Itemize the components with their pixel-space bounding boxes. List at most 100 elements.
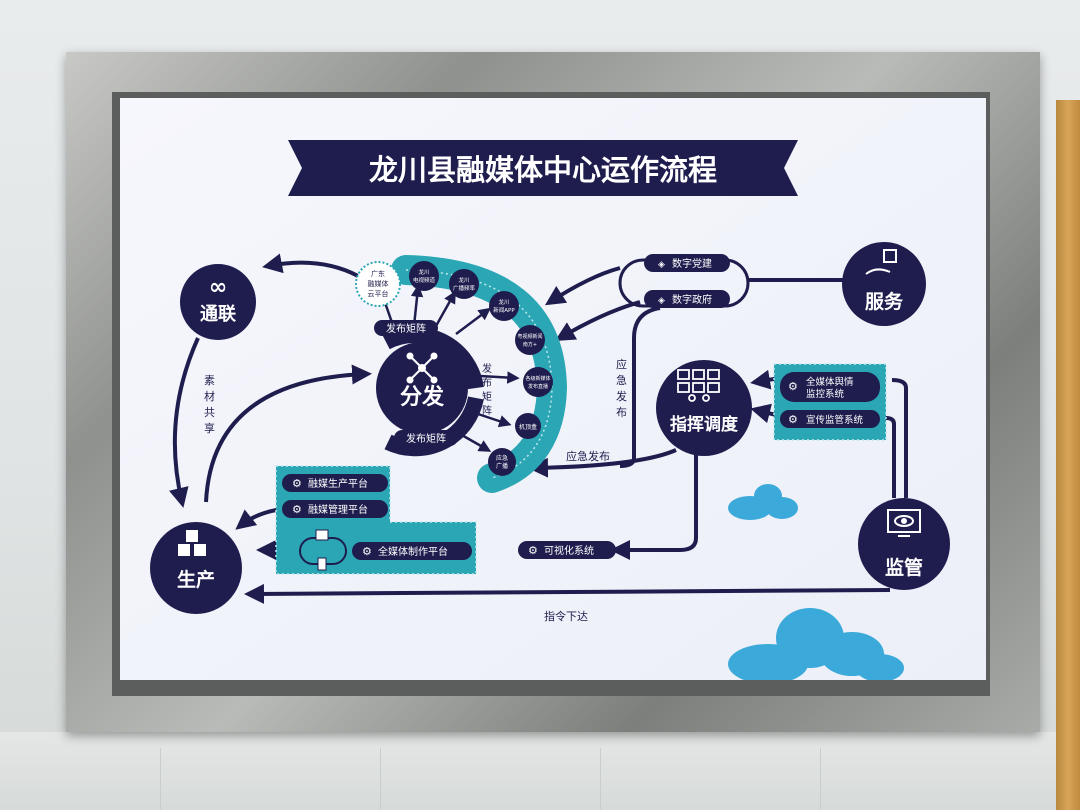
arrow-emergency-publish [528,448,677,478]
gear-icon: ⚙ [292,503,302,516]
tile-seam [380,748,381,810]
wall-tiles [0,732,1056,810]
cloud-icon [728,484,798,520]
tile-seam [600,748,601,810]
shengchan-node: 生产 [150,522,242,614]
workflow-poster: 龙川县融媒体中心运作流程 [120,98,986,680]
line-jianguan-monitor2 [885,416,896,498]
arrow-zhihui-visual [610,454,698,560]
svg-text:南方+: 南方+ [523,341,537,348]
cube-icon: ◈ [658,260,665,270]
channel-bubbles: 龙川 电视频道 龙川 广播频率 龙川 新闻APP 粤视频新闻 南方+ 各级新媒体… [409,261,553,476]
svg-text:龙川: 龙川 [498,298,509,306]
arrow-digital-party [544,266,621,306]
label-fabu-side-1: 发 [482,362,492,375]
decorative-clouds [728,484,904,680]
gear-icon: ⚙ [528,544,538,557]
channel-4: 粤视频新闻 南方+ [515,325,545,355]
device-icon [315,529,329,571]
label-sucai-2: 材 [204,389,215,403]
svg-text:龙川: 龙川 [458,276,469,284]
arrow-instruction [244,583,891,604]
line-jianguan-monitor1 [891,378,908,498]
fuwu-node: 服务 [842,242,926,326]
platform-2: 融媒管理平台 [308,503,368,516]
node-fenfa: 分发 [400,384,445,410]
arrow-to-tonglian [262,253,359,278]
svg-text:广播频率: 广播频率 [453,284,476,292]
infinity-icon: ∞ [209,275,227,300]
label-sucai-3: 共 [204,406,215,419]
label-yingji-h: 应急发布 [566,449,610,463]
platform-1: 融媒生产平台 [308,477,368,490]
label-sucai-1: 素 [204,374,215,387]
node-shengchan: 生产 [177,568,215,591]
svg-text:广播: 广播 [496,462,508,470]
arrow-to-fenfa [204,364,372,503]
tonglian-node: ∞ 通联 [180,264,256,340]
arrow-material-share [169,337,200,508]
cube-icon: ◈ [658,296,665,306]
label-fabu-side-3: 矩 [482,390,492,403]
monitor-eye-icon [887,509,921,537]
digital-party: 数字党建 [672,257,712,270]
svg-text:各级新媒体: 各级新媒体 [525,375,550,382]
channel-6: 机顶盒 [515,413,541,439]
svg-text:机顶盒: 机顶盒 [519,423,537,431]
title-banner: 龙川县融媒体中心运作流程 [288,140,798,196]
label-yingji-2: 急 [616,373,627,387]
zhihui-node: 指挥调度 [656,360,752,456]
fenfa-hub: 分发 发布矩阵 发布矩阵 发 布 矩 阵 [374,320,492,457]
label-fabu-top: 发布矩阵 [386,322,426,335]
channel-5: 各级新媒体 发布直播 [523,367,553,397]
node-fuwu: 服务 [865,290,904,313]
tile-seam [160,748,161,810]
hand-icon [865,249,897,275]
jianguan-node: 监管 [858,498,950,590]
svg-text:融媒体: 融媒体 [368,279,389,288]
cloud-platform-bubble: 广东 融媒体 云平台 [355,261,401,307]
digital-services: ◈ 数字党建 ◈ 数字政府 [618,254,750,308]
gear-icon: ⚙ [362,545,372,558]
network-icon [406,352,438,384]
label-fabu-bottom: 发布矩阵 [406,432,446,445]
node-zhihui: 指挥调度 [670,414,739,435]
svg-text:云平台: 云平台 [368,289,389,298]
svg-text:电视频道: 电视频道 [413,276,436,284]
node-tonglian: 通联 [200,304,236,325]
platform-visual: 可视化系统 [544,544,594,557]
svg-text:粤视频新闻: 粤视频新闻 [517,333,542,340]
digital-gov: 数字政府 [672,293,712,306]
arrow-digital-emergency [619,306,661,468]
channel-7: 应急 广播 [488,448,516,476]
platform-3: 全媒体制作平台 [378,545,448,558]
label-yingji-3: 发 [616,389,627,403]
label-yingji-1: 应 [616,357,627,371]
monitor-2: 宣传监管系统 [806,414,864,426]
platforms-panel: ⚙ 融媒生产平台 ⚙ 融媒管理平台 ⚙ 全媒体制作平台 [275,465,477,575]
tile-seam [820,748,821,810]
label-zhiling: 指令下达 [544,609,588,623]
gear-icon: ⚙ [292,477,302,490]
svg-text:广东: 广东 [371,269,385,278]
cloud-icon [728,608,904,680]
wall-door-edge [1056,100,1080,810]
cubes-icon [178,530,206,556]
monitor-1-line1: 全媒体舆情 [806,376,854,388]
flow-labels: 素 材 共 享 应 急 发 布 应急发布 指令下达 [204,357,627,623]
svg-text:应急: 应急 [496,454,508,462]
monitor-1-line2: 监控系统 [806,388,845,400]
svg-text:龙川: 龙川 [418,268,429,276]
monitoring-panel: ⚙ 全媒体舆情 监控系统 ⚙ 宣传监管系统 [773,363,887,441]
channel-1: 龙川 电视频道 [409,261,439,291]
gear-icon: ⚙ [788,380,798,393]
gear-icon: ⚙ [788,413,798,426]
visual-system: ⚙ 可视化系统 [518,541,616,559]
svg-text:发布直播: 发布直播 [528,383,548,390]
svg-text:新闻APP: 新闻APP [493,306,515,314]
node-jianguan: 监管 [885,556,923,579]
label-fabu-side-2: 布 [482,377,492,389]
channel-3: 龙川 新闻APP [489,291,519,321]
label-yingji-4: 布 [616,406,627,419]
label-sucai-4: 享 [204,421,215,435]
